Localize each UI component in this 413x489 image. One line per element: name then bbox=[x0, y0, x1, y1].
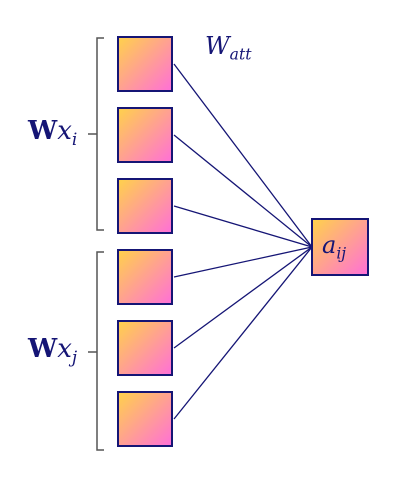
output-var: a bbox=[322, 231, 337, 259]
weight-label: Watt bbox=[205, 34, 252, 63]
input-label-xj: Wxj bbox=[28, 336, 77, 366]
weight-label-sub: att bbox=[229, 45, 252, 64]
connection-lines bbox=[173, 63, 313, 420]
output-label: aij bbox=[322, 233, 346, 262]
input-var: x bbox=[57, 116, 72, 146]
connection-line bbox=[173, 134, 313, 248]
connection-line bbox=[173, 63, 313, 248]
feature-box-xj-3 bbox=[117, 391, 173, 447]
input-sub: j bbox=[71, 346, 78, 367]
feature-box-xi-1 bbox=[117, 36, 173, 92]
input-label-xi: Wxi bbox=[28, 118, 77, 148]
connection-line bbox=[173, 246, 313, 278]
bracket-xj bbox=[88, 251, 104, 451]
input-sub: i bbox=[71, 128, 78, 149]
output-sub: ij bbox=[336, 244, 347, 263]
connection-line bbox=[173, 246, 313, 420]
weight-label-base: W bbox=[205, 32, 230, 60]
output-box bbox=[311, 218, 369, 276]
connection-line bbox=[173, 246, 313, 349]
feature-box-xj-2 bbox=[117, 320, 173, 376]
feature-box-xj-1 bbox=[117, 249, 173, 305]
connection-line bbox=[173, 205, 313, 248]
matrix-symbol: W bbox=[28, 116, 58, 146]
feature-box-xi-2 bbox=[117, 107, 173, 163]
input-boxes bbox=[117, 36, 173, 447]
bracket-xi bbox=[88, 37, 104, 231]
input-var: x bbox=[57, 334, 72, 364]
matrix-symbol: W bbox=[28, 334, 58, 364]
feature-box-xi-3 bbox=[117, 178, 173, 234]
